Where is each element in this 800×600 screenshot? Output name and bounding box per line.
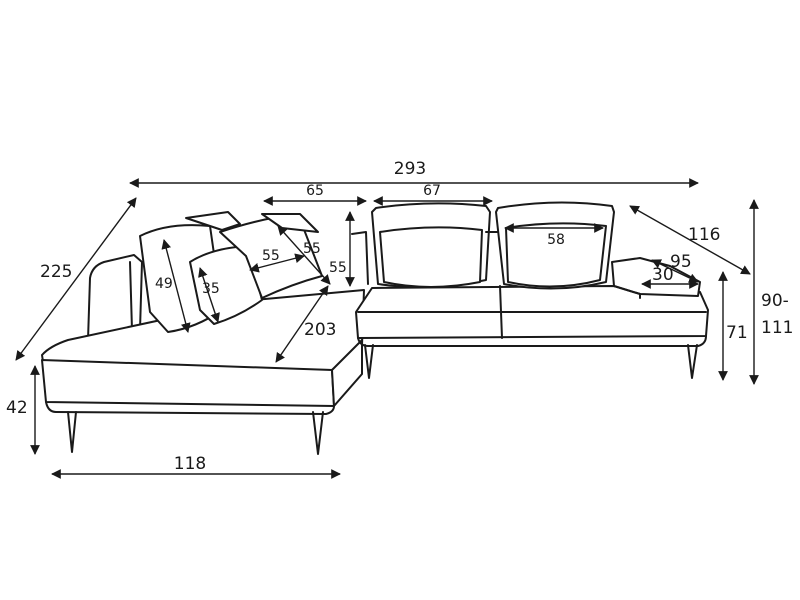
- dim-diagonal-left: 225: [40, 262, 72, 282]
- sofa-drawing: [41, 201, 709, 455]
- dim-headrest-height-line1: 90-: [761, 291, 789, 311]
- leg-front-left: [67, 411, 77, 453]
- dim-pillow-55-b: 55: [303, 241, 321, 257]
- dim-chaise-width: 118: [174, 454, 206, 474]
- dim-arm-width: 30: [652, 265, 674, 285]
- leg-front-middle: [312, 411, 324, 455]
- dim-back-height: 71: [726, 323, 748, 343]
- dim-small-pillow-height: 35: [202, 281, 220, 297]
- back-cushion-left: [379, 226, 483, 288]
- dim-total-width: 293: [394, 159, 426, 179]
- dimension-labels: 293 65 67 225 116 49 35 55 55 55 58 95 3…: [6, 159, 793, 474]
- dim-cushion-height: 55: [329, 260, 347, 276]
- leg-right-2: [687, 344, 698, 379]
- pillow-back: [185, 211, 241, 231]
- leg-right-1: [364, 344, 374, 379]
- dim-top-cushion-right: 67: [423, 183, 441, 199]
- dim-pillow-55-a: 55: [262, 248, 280, 264]
- dim-back-cushion-width: 58: [547, 232, 565, 248]
- dim-seat-height: 42: [6, 398, 28, 418]
- dimension-lines: [15, 178, 759, 479]
- dim-headrest-height-line2: 111: [761, 318, 793, 338]
- dim-pillow-height: 49: [155, 276, 173, 292]
- chaise-side: [331, 339, 363, 407]
- dim-arm-depth: 95: [670, 252, 692, 272]
- dim-chaise-length: 203: [304, 320, 336, 340]
- dim-diagonal-right: 116: [688, 225, 720, 245]
- dim-top-cushion-left: 65: [306, 183, 324, 199]
